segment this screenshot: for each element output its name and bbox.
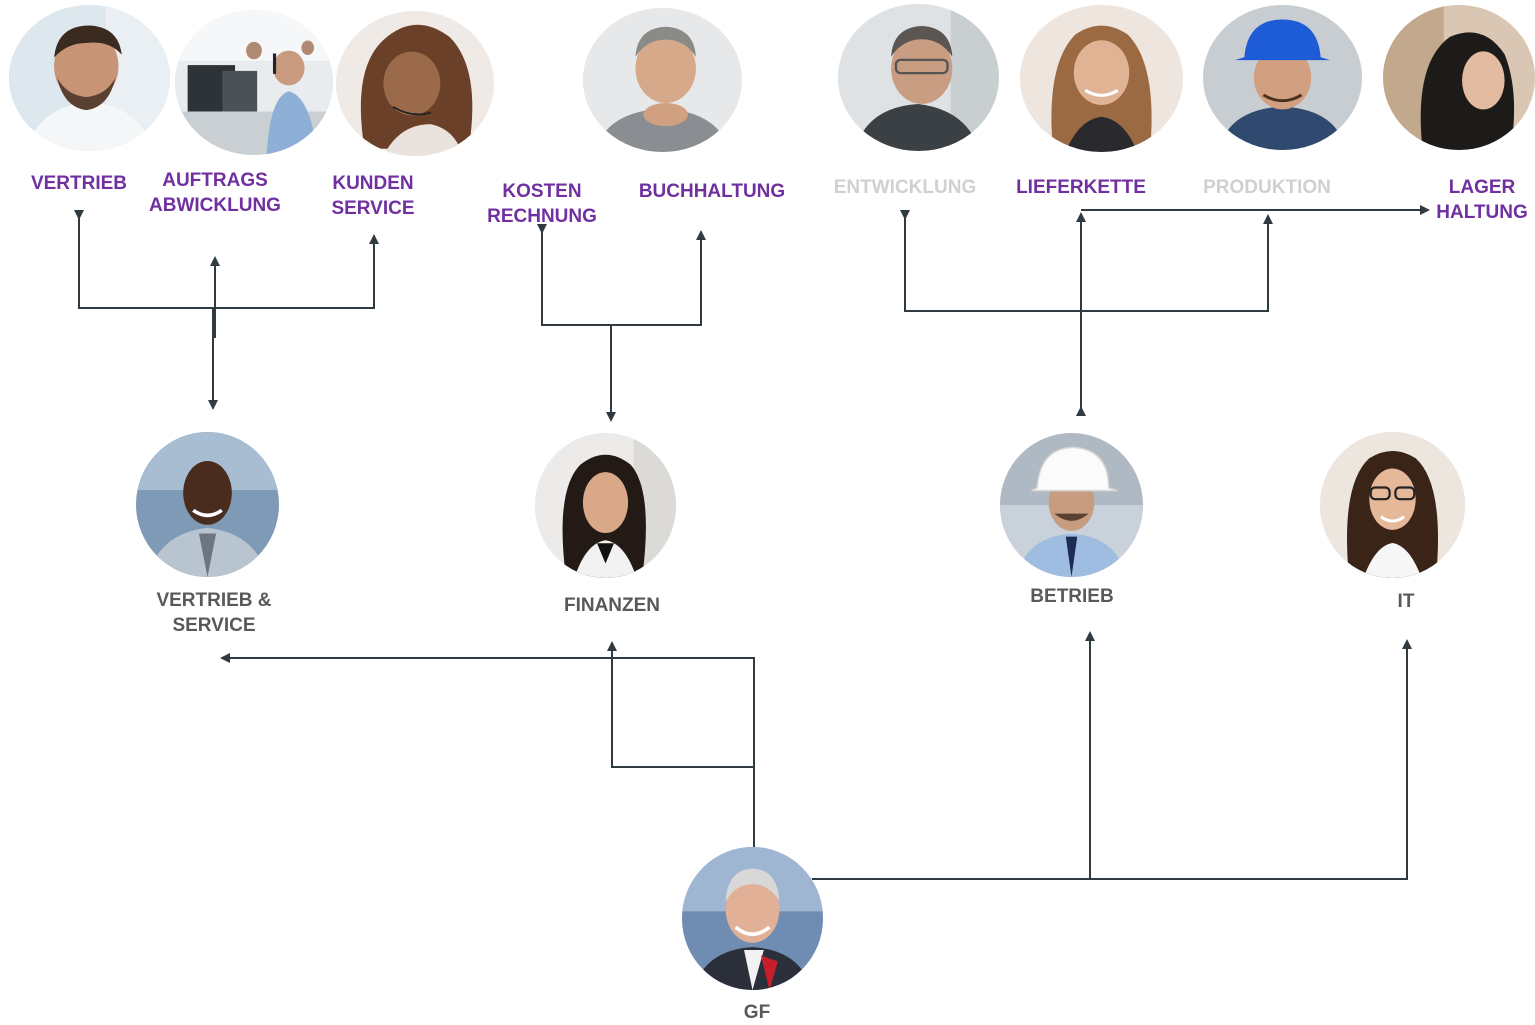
head-label-finanzen: FINANZEN [563, 595, 661, 616]
connector-vs-branch [74, 210, 379, 309]
head-label-it: IT [1397, 591, 1415, 612]
department-label-lager: LAGER HALTUNG [1436, 177, 1528, 223]
department-label-buchhaltung: BUCHHALTUNG [638, 181, 786, 202]
lieferkette-photo [1020, 5, 1183, 152]
connector-gf-finanzen [607, 641, 754, 768]
department-label-kosten: KOSTEN RECHNUNG [487, 181, 597, 227]
kundenservice-photo [336, 11, 494, 156]
connector-gf-vertrieb [220, 653, 755, 848]
buchhaltung-photo [583, 8, 742, 152]
department-label-lieferkette: LIEFERKETTE [1016, 177, 1146, 198]
produktion-photo [1203, 5, 1362, 150]
it-head-photo [1320, 432, 1465, 578]
department-label-produktion: PRODUKTION [1203, 177, 1331, 198]
lager-photo [1383, 5, 1535, 150]
finanzen-head-photo [535, 433, 676, 578]
entwicklung-photo [838, 4, 999, 151]
department-label-vertrieb: VERTRIEB [30, 173, 128, 194]
department-label-entwicklung: ENTWICKLUNG [833, 177, 977, 198]
betrieb-head-photo [1000, 433, 1143, 577]
connector-betrieb-branch [900, 210, 1273, 312]
connector-gf-it [812, 639, 1412, 880]
head-label-betrieb: BETRIEB [1030, 586, 1114, 607]
vertrieb-service-head-photo [136, 432, 279, 577]
head-label-gf: GF [743, 1002, 771, 1023]
department-label-kundenservice: KUNDEN SERVICE [331, 173, 415, 219]
vertrieb-photo [9, 5, 170, 151]
connector-fin-branch [537, 224, 706, 326]
auftrags-photo [175, 10, 333, 155]
head-label-vertrieb-service: VERTRIEB & SERVICE [156, 590, 272, 636]
gf-photo [682, 847, 823, 990]
department-label-auftrags: AUFTRAGS ABWICKLUNG [149, 170, 281, 216]
